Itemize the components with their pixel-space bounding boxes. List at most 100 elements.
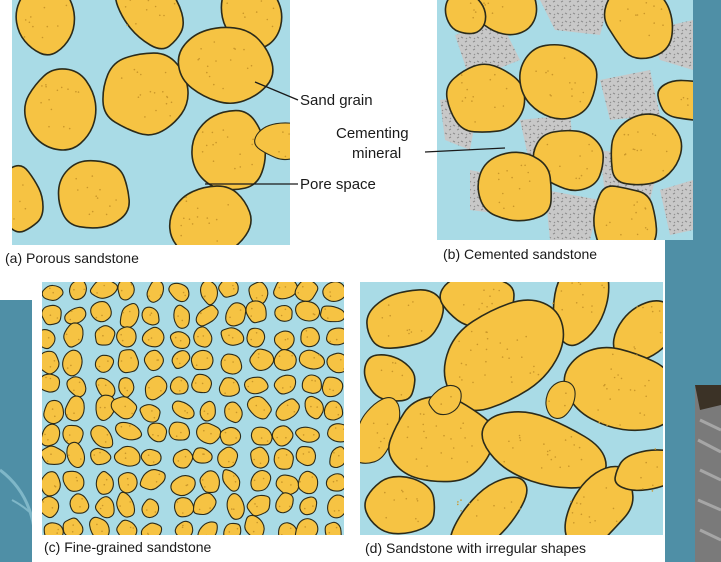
grain-speckle xyxy=(294,411,296,413)
grain-speckle xyxy=(683,97,685,99)
grain-speckle xyxy=(387,423,389,425)
grain-speckle xyxy=(579,155,581,157)
grain-speckle xyxy=(273,8,275,10)
grain-speckle xyxy=(243,49,245,51)
grain-speckle xyxy=(406,498,408,500)
grain-speckle xyxy=(279,506,281,508)
grain-speckle xyxy=(197,208,199,210)
grain-speckle xyxy=(559,467,561,469)
sand-grain xyxy=(220,427,240,445)
grain-speckle xyxy=(489,295,491,297)
grain-speckle xyxy=(57,317,59,319)
grain-speckle xyxy=(212,144,214,146)
grain-speckle xyxy=(633,204,635,206)
grain-speckle xyxy=(240,309,242,311)
grain-speckle xyxy=(256,506,258,508)
cementing-mineral-label-line2: mineral xyxy=(352,145,401,162)
grain-speckle xyxy=(510,376,512,378)
grain-speckle xyxy=(475,11,477,13)
grain-speckle xyxy=(200,313,202,315)
grain-speckle xyxy=(508,357,510,359)
grain-speckle xyxy=(333,481,335,483)
grain-speckle xyxy=(656,466,658,468)
grain-speckle xyxy=(186,200,188,202)
grain-speckle xyxy=(645,462,647,464)
grain-speckle xyxy=(329,291,331,293)
grain-speckle xyxy=(450,396,452,398)
sand-grain xyxy=(170,377,188,394)
grain-speckle xyxy=(472,382,474,384)
grain-speckle xyxy=(104,484,106,486)
grain-speckle xyxy=(207,357,209,359)
grain-speckle xyxy=(106,214,108,216)
grain-speckle xyxy=(634,390,636,392)
grain-speckle xyxy=(511,501,513,503)
grain-speckle xyxy=(78,91,80,93)
grain-speckle xyxy=(263,478,265,480)
grain-speckle xyxy=(261,0,263,2)
grain-speckle xyxy=(234,48,236,50)
grain-speckle xyxy=(624,134,626,136)
grain-speckle xyxy=(530,372,532,374)
grain-speckle xyxy=(76,477,78,479)
grain-speckle xyxy=(655,135,657,137)
grain-speckle xyxy=(535,70,537,72)
grain-speckle xyxy=(401,394,403,396)
grain-speckle xyxy=(215,142,217,144)
grain-speckle xyxy=(291,355,293,357)
grain-speckle xyxy=(156,481,158,483)
grain-speckle xyxy=(470,2,472,4)
grain-speckle xyxy=(204,486,206,488)
grain-speckle xyxy=(130,357,132,359)
grain-speckle xyxy=(150,91,152,93)
grain-speckle xyxy=(388,335,390,337)
grain-speckle xyxy=(96,317,98,319)
grain-speckle xyxy=(50,378,52,380)
sand-grain xyxy=(42,305,62,324)
grain-speckle xyxy=(44,7,46,9)
grain-speckle xyxy=(175,337,177,339)
sand-grain xyxy=(298,471,317,493)
grain-speckle xyxy=(635,14,637,16)
grain-speckle xyxy=(644,13,646,15)
grain-speckle xyxy=(73,390,75,392)
grain-speckle xyxy=(472,96,474,98)
grain-speckle xyxy=(48,337,50,339)
grain-speckle xyxy=(160,294,162,296)
grain-speckle xyxy=(484,4,486,6)
grain-speckle xyxy=(204,295,206,297)
grain-speckle xyxy=(75,178,77,180)
grain-speckle xyxy=(407,437,409,439)
grain-speckle xyxy=(564,405,566,407)
grain-speckle xyxy=(99,452,101,454)
grain-speckle xyxy=(581,459,583,461)
grain-speckle xyxy=(606,425,608,427)
grain-speckle xyxy=(260,463,262,465)
grain-speckle xyxy=(50,314,52,316)
grain-speckle xyxy=(97,197,99,199)
grain-speckle xyxy=(583,92,585,94)
grain-speckle xyxy=(586,168,588,170)
sand-grain xyxy=(296,301,320,321)
grain-speckle xyxy=(461,379,463,381)
grain-speckle xyxy=(102,335,104,337)
background-swoosh xyxy=(0,470,36,562)
grain-speckle xyxy=(478,308,480,310)
grain-speckle xyxy=(127,478,129,480)
grain-speckle xyxy=(576,302,578,304)
grain-speckle xyxy=(187,412,189,414)
grain-speckle xyxy=(180,225,182,227)
grain-speckle xyxy=(76,480,78,482)
grain-speckle xyxy=(513,206,515,208)
grain-speckle xyxy=(206,72,208,74)
grain-speckle xyxy=(467,461,469,463)
grain-speckle xyxy=(380,441,382,443)
grain-speckle xyxy=(552,302,554,304)
grain-speckle xyxy=(155,110,157,112)
grain-speckle xyxy=(256,297,258,299)
sand-grain xyxy=(118,473,137,493)
grain-speckle xyxy=(517,339,519,341)
grain-speckle xyxy=(412,301,414,303)
grain-speckle xyxy=(462,100,464,102)
grain-speckle xyxy=(506,170,508,172)
